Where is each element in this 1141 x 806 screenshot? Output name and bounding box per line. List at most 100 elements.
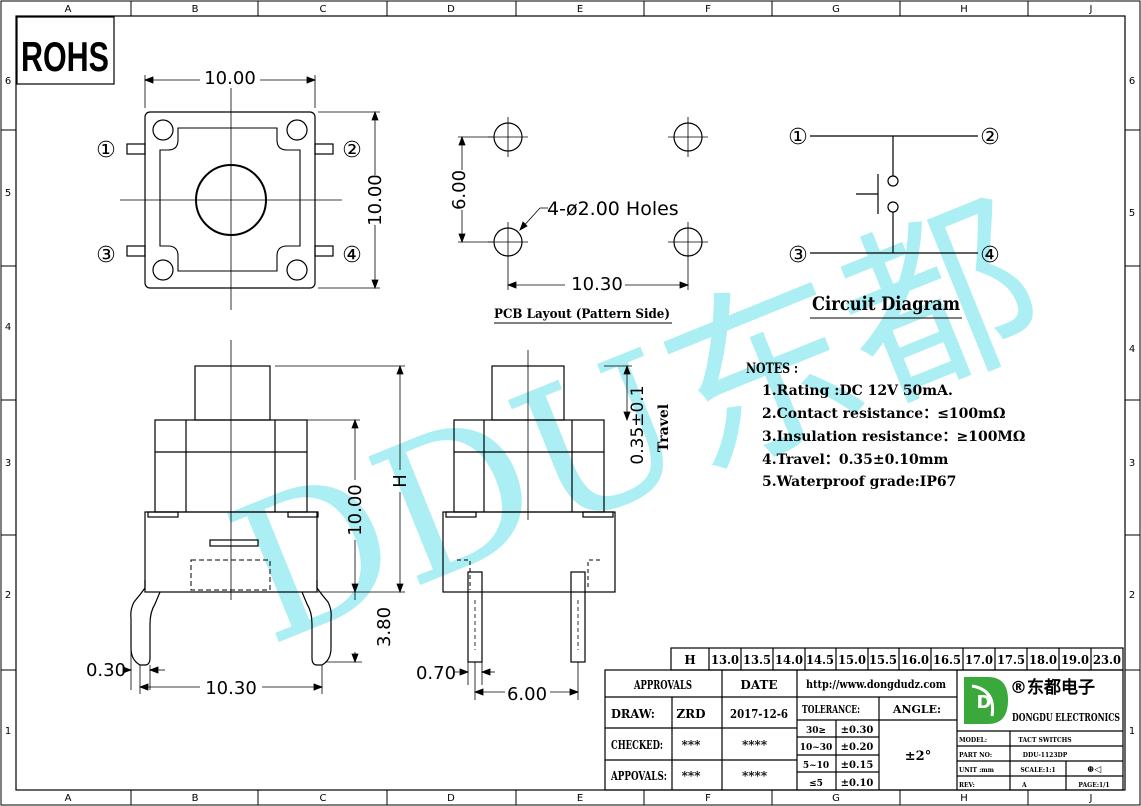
company-en: DONGDU ELECTRONICS: [1012, 711, 1120, 724]
checked-name: ***: [682, 738, 702, 752]
front-body-height-dim: 10.00: [345, 484, 366, 536]
pcb-horizontal-dim: 10.30: [571, 274, 623, 295]
col-label-bottom: F: [705, 793, 711, 804]
col-label-top: A: [65, 4, 72, 15]
appovals-name: ***: [682, 769, 702, 783]
circuit-diagram: [810, 135, 978, 254]
pin-2-label: ②: [342, 138, 362, 163]
h-value: 13.5: [743, 653, 771, 667]
svg-text:ROHS: ROHS: [21, 33, 109, 80]
tol-range: ≤5: [809, 779, 823, 789]
h-value: 13.0: [711, 653, 739, 667]
front-lead-length-dim: 3.80: [374, 607, 395, 647]
checked-date: ****: [742, 738, 768, 752]
h-value: 19.0: [1061, 653, 1089, 667]
col-label-bottom: H: [960, 793, 968, 804]
col-label-bottom: J: [1089, 793, 1093, 804]
row-label-left: 2: [5, 590, 11, 601]
model-label: MODEL:: [959, 737, 987, 744]
row-label-left: 3: [5, 458, 11, 469]
projection-symbol-icon: ⊕◁: [1087, 765, 1102, 775]
side-view: [442, 365, 616, 663]
title-block-grid: [604, 669, 1124, 791]
website: http://www.dongdudz.com: [806, 678, 946, 691]
pcb-layout: [493, 122, 703, 257]
col-label-bottom: A: [65, 793, 72, 804]
h-value: 16.0: [901, 653, 929, 667]
date-header: DATE: [740, 678, 777, 692]
col-label-bottom: G: [832, 793, 840, 804]
appovals-label: APPOVALS:: [610, 769, 667, 783]
tol-value: ±0.20: [841, 742, 874, 753]
col-label-top: H: [960, 4, 968, 15]
note-item: 2.Contact resistance：≤100mΩ: [762, 406, 1005, 422]
pin-1-label: ①: [96, 138, 116, 163]
tol-range: 10~30: [800, 743, 833, 753]
notes: NOTES : 1.Rating :DC 12V 50mA. 2.Contact…: [746, 361, 1025, 490]
h-value: 15.5: [869, 653, 897, 667]
note-item: 5.Waterproof grade:IP67: [762, 474, 956, 490]
circuit-pin-labels: ① ② ③ ④: [788, 125, 1000, 268]
logo-letter: D: [977, 692, 992, 713]
col-label-top: C: [320, 4, 327, 15]
note-item: 3.Insulation resistance：≥100MΩ: [762, 429, 1025, 445]
top-view-centerlines: [120, 88, 342, 310]
h-value: 18.0: [1029, 653, 1057, 667]
row-label-left: 6: [5, 76, 11, 87]
front-h-label: H: [390, 474, 411, 488]
pin-4-label: ④: [342, 243, 362, 268]
h-value: 23.0: [1093, 653, 1121, 667]
h-table-header: H: [684, 653, 695, 667]
tolerance-header: TOLERANCE:: [802, 703, 860, 716]
circuit-pin-2: ②: [980, 125, 1000, 150]
h-value: 17.0: [965, 653, 993, 667]
circuit-pin-1: ①: [788, 125, 808, 150]
row-label-right: 3: [1129, 458, 1135, 469]
front-lead-width-dim: 0.30: [86, 660, 126, 681]
col-label-bottom: D: [447, 793, 455, 804]
pcb-hole-note: 4-ø2.00 Holes: [547, 198, 679, 220]
circuit-pin-4: ④: [980, 243, 1000, 268]
row-label-left: 1: [5, 726, 11, 737]
part-label: PART NO:: [959, 752, 992, 759]
angle-header: ANGLE:: [892, 703, 941, 716]
note-item: 1.Rating :DC 12V 50mA.: [762, 383, 953, 399]
h-value: 16.5: [933, 653, 961, 667]
tol-value: ±0.30: [841, 725, 874, 736]
tol-value: ±0.10: [841, 778, 874, 789]
side-travel-label: Travel: [656, 404, 672, 452]
appovals-date: ****: [742, 769, 768, 783]
front-lead-span-dim: 10.30: [205, 678, 257, 699]
h-value: 15.0: [838, 653, 866, 667]
scale-value: SCALE:1:1: [1020, 767, 1055, 774]
row-label-right: 5: [1129, 208, 1135, 219]
pcb-vertical-dim: 6.00: [449, 170, 470, 210]
company-logo-icon: D: [964, 677, 1008, 724]
h-value: 14.5: [806, 653, 834, 667]
draw-date: 2017-12-6: [730, 707, 788, 721]
row-label-right: 6: [1129, 76, 1135, 87]
draw-label: DRAW:: [611, 707, 655, 721]
checked-label: CHECKED:: [611, 738, 663, 752]
side-view-dimensions: [455, 350, 632, 700]
h-value: 17.5: [997, 653, 1025, 667]
row-label-left: 5: [5, 188, 11, 199]
top-view-dimensions: [143, 75, 380, 290]
approvals-header: APPROVALS: [633, 678, 692, 692]
circuit-caption: Circuit Diagram: [812, 293, 960, 315]
h-value: 14.0: [775, 653, 803, 667]
col-label-top: B: [192, 4, 199, 15]
model-value: TACT SWITCHS: [1018, 737, 1071, 744]
circuit-pin-3: ③: [788, 243, 808, 268]
top-height-dim: 10.00: [365, 174, 386, 226]
tol-range: 5~10: [803, 761, 829, 771]
draw-name: ZRD: [676, 707, 705, 721]
pin-3-label: ③: [96, 243, 116, 268]
top-width-dim: 10.00: [204, 68, 256, 89]
col-label-top: D: [447, 4, 455, 15]
tol-range: 30≥: [806, 726, 826, 736]
col-label-top: E: [577, 4, 583, 15]
frame-col-labels: A B C D E F G H J A B C D E F G H J: [65, 4, 1093, 804]
